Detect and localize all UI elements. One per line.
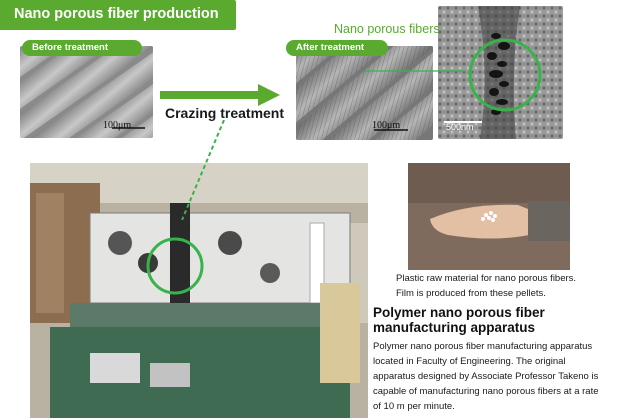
before-scale-label: 100μm xyxy=(103,120,132,131)
after-treatment-image xyxy=(296,46,433,140)
nano-porous-fibers-label: Nano porous fibers xyxy=(334,22,440,36)
apparatus-description-line: apparatus designed by Associate Professo… xyxy=(373,371,599,382)
page-title: Nano porous fiber production xyxy=(14,6,219,22)
before-treatment-label: Before treatment xyxy=(22,40,142,56)
apparatus-description-line: Polymer nano porous fiber manufacturing … xyxy=(373,341,593,352)
zoom-scale-label: 500nm xyxy=(446,122,474,132)
after-treatment-label: After treatment xyxy=(286,40,388,56)
apparatus-description-line: of 10 m per minute. xyxy=(373,401,455,412)
crazing-treatment-label: Crazing treatment xyxy=(165,105,285,121)
connector-dashed-line xyxy=(181,120,225,220)
apparatus-description-line: located in Faculty of Engineering. The o… xyxy=(373,356,566,367)
apparatus-description-line: capable of manufacturing nano porous fib… xyxy=(373,386,599,397)
after-scale-label: 100μm xyxy=(372,120,401,131)
apparatus-title-line: Polymer nano porous fiber xyxy=(373,305,545,320)
apparatus-title-line: manufacturing apparatus xyxy=(373,320,536,335)
pellets-caption-line: Film is produced from these pellets. xyxy=(396,288,546,299)
before-treatment-image xyxy=(20,46,153,138)
apparatus-title: Polymer nano porous fiber manufacturing … xyxy=(373,305,623,335)
header-banner xyxy=(0,0,236,30)
connector-line xyxy=(365,70,465,72)
process-arrow-icon xyxy=(160,84,280,106)
apparatus-photo xyxy=(30,163,368,418)
zoom-highlight-circle xyxy=(468,38,542,112)
pellets-caption-line: Plastic raw material for nano porous fib… xyxy=(396,273,577,284)
pellets-hand-photo xyxy=(408,163,570,270)
apparatus-description: Polymer nano porous fiber manufacturing … xyxy=(373,339,625,414)
pellets-caption: Plastic raw material for nano porous fib… xyxy=(396,271,626,301)
